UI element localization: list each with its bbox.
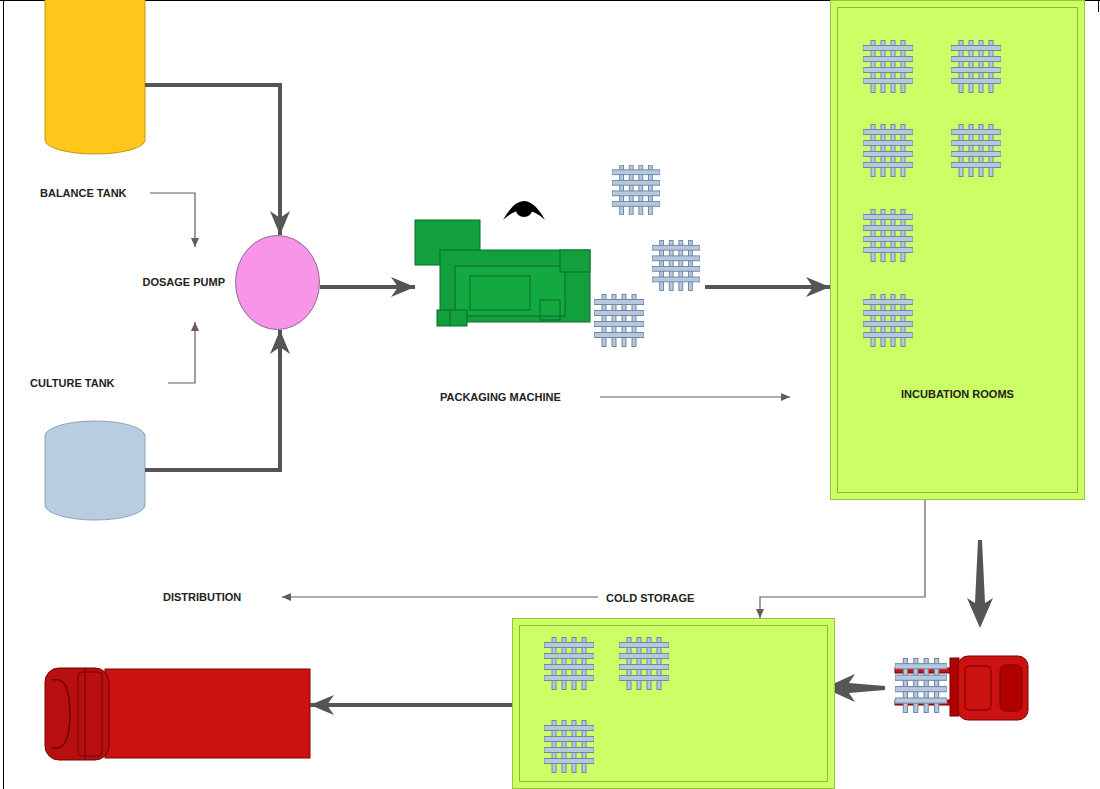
flow-arrow [145,330,280,470]
pallet [951,125,1001,177]
pallet [594,295,644,347]
flow-line [760,500,925,618]
drawing-part [437,310,467,326]
node-label: PACKAGING MACHINE [440,390,561,404]
drawing-part [958,656,1028,720]
drawing-part [503,201,545,220]
leader-arrow [600,396,790,397]
node-label: BALANCE TANK [40,186,127,200]
node-label: CULTURE TANK [30,376,115,390]
drawing-part [105,669,310,758]
drawing-part [1000,665,1022,711]
drawing-part [540,300,560,320]
pallet [652,241,700,291]
room-box: INCUBATION ROOMS [830,0,1085,500]
drawing-part [78,672,102,756]
flow-arrow [320,285,415,289]
node-label: INCUBATION ROOMS [831,387,1084,401]
pallet [863,210,913,262]
flow-arrow [145,85,280,235]
pump-circle [236,236,320,330]
pallet [951,41,1001,93]
pallet [863,125,913,177]
pallet-group [831,1,1086,501]
flow-arrow [310,703,512,707]
pallet [544,721,594,773]
pallet [863,295,913,347]
node-label: COLD STORAGE [606,591,694,605]
drawing-part [45,668,109,760]
drawing-part [52,679,70,748]
leader-arrow [168,322,195,383]
drawing-part [965,666,991,710]
flow-arrow [705,285,830,289]
drawing-part [895,658,947,712]
culture-tank [45,421,145,520]
frame-line [3,0,4,789]
drawing-part [85,668,86,760]
room-box: COLD STORAGE [512,618,835,789]
node-label: DISTRIBUTION [163,590,241,604]
process-node: CULTURE TANK [45,420,145,520]
node-label: DOSAGE PUMP [142,275,225,289]
eye-symbol [503,201,545,220]
process-node: PACKAGING MACHINE [415,165,705,350]
process-node: DOSAGE PUMP [235,235,320,330]
pallet [619,638,669,690]
pallet [863,41,913,93]
drawing-part [450,310,451,326]
pallet [544,638,594,690]
delivery-truck [45,668,310,760]
frame-line [1098,0,1099,12]
drawing-part [455,266,565,316]
drawing-part [516,203,532,217]
packaging-machine [415,220,590,326]
process-node: BALANCE TANK [45,0,145,155]
drawing-part [560,250,590,272]
forklift [895,656,1028,720]
leader-arrow [150,193,195,247]
drawing-part [470,276,530,310]
flow-chevron [967,540,993,628]
leader-arrow [282,596,598,597]
pallet [612,165,660,215]
process-node: DISTRIBUTION [45,665,310,760]
balance-tank [45,0,145,154]
pallet-group [513,619,836,789]
